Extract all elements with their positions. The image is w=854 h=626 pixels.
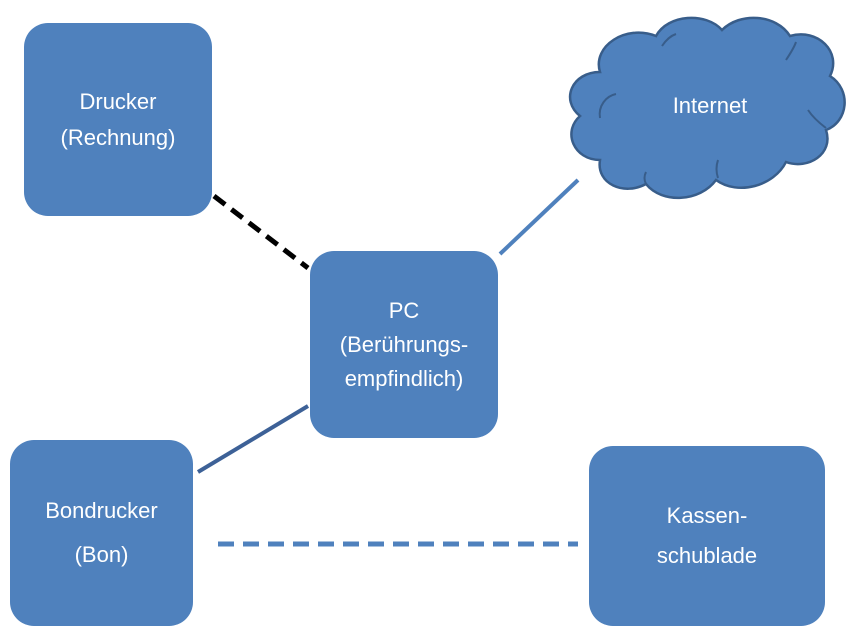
cloud-inner-arc-2 bbox=[661, 33, 677, 47]
link-printer-pc bbox=[212, 194, 310, 270]
pc-label: PC bbox=[388, 297, 420, 323]
receipt-printer-label: Bondrucker bbox=[45, 498, 158, 523]
cloud-inner-arc-5 bbox=[715, 159, 719, 179]
cloud-shape bbox=[568, 16, 846, 199]
printer-sublabel: (Rechnung) bbox=[60, 124, 176, 150]
internet-label: Internet bbox=[672, 93, 748, 118]
cash-drawer-box: Kassen- schublade bbox=[589, 446, 825, 626]
pc-sublabel-2: empfindlich) bbox=[344, 365, 464, 391]
link-pc-bondrucker bbox=[196, 404, 310, 474]
cash-drawer-label-1: Kassen- bbox=[666, 503, 748, 528]
pc-box: PC (Berührungs- empfindlich) bbox=[310, 251, 498, 438]
cloud-inner-arc-4 bbox=[807, 109, 827, 129]
internet-cloud bbox=[568, 16, 846, 199]
cash-drawer-label-2: schublade bbox=[656, 543, 758, 568]
link-pc-internet bbox=[498, 178, 580, 256]
receipt-printer-box: Bondrucker (Bon) bbox=[10, 440, 193, 626]
printer-invoice-box: Drucker (Rechnung) bbox=[24, 23, 212, 216]
cloud-inner-arc-1 bbox=[598, 93, 617, 119]
printer-label: Drucker bbox=[79, 88, 157, 114]
receipt-printer-sublabel: (Bon) bbox=[74, 542, 129, 567]
cloud-inner-arc-3 bbox=[785, 41, 797, 61]
cloud-inner-arc-6 bbox=[643, 171, 647, 185]
pc-sublabel-1: (Berührungs- bbox=[339, 331, 469, 357]
